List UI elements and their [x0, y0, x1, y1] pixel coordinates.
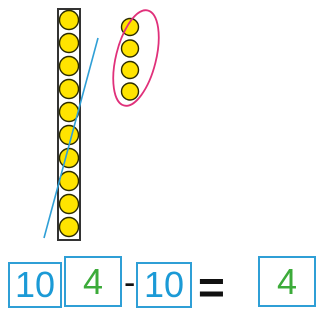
rod-bead — [60, 126, 79, 145]
rod-bead — [60, 195, 79, 214]
rod-bead — [60, 34, 79, 53]
first-number-ones: 4 — [83, 264, 103, 300]
loose-bead — [122, 62, 139, 79]
rod-bead — [60, 57, 79, 76]
rod-bead — [60, 218, 79, 237]
first-number-ones-box[interactable]: 4 — [64, 256, 122, 307]
first-number-tens: 10 — [15, 267, 55, 303]
second-number: 10 — [144, 267, 184, 303]
minus-sign: - — [124, 266, 135, 300]
rod-bead — [60, 80, 79, 99]
second-number-box: 10 — [136, 262, 192, 308]
rod-bead — [60, 149, 79, 168]
rod-bead — [60, 11, 79, 30]
loose-bead — [122, 40, 139, 57]
rod-bead — [60, 172, 79, 191]
first-number-tens-box: 10 — [8, 262, 62, 308]
result: 4 — [277, 264, 297, 300]
loose-bead — [122, 83, 139, 100]
result-box[interactable]: 4 — [258, 256, 316, 307]
equals-sign: = — [198, 264, 225, 310]
bead-illustration — [0, 0, 321, 250]
